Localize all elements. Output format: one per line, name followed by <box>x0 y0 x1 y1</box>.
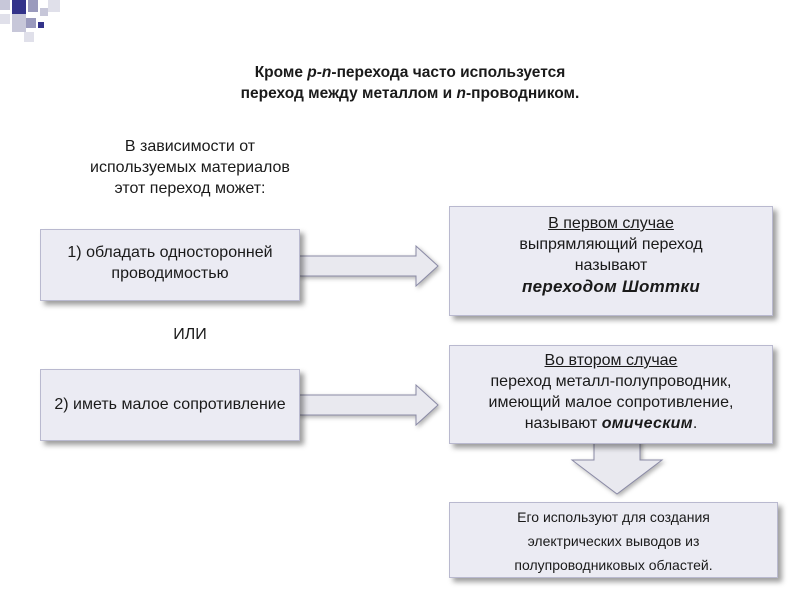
result-heading: В первом случае <box>548 215 674 232</box>
deco-square <box>0 14 10 24</box>
title-line-1: Кроме p-n-перехода часто используется <box>254 64 566 81</box>
right-arrow-1 <box>297 244 439 288</box>
usage-text: электрических выводов из <box>527 533 700 549</box>
intro-line: используемых материалов <box>90 159 290 176</box>
option-text: проводимостью <box>111 265 229 282</box>
intro-text: В зависимости от используемых материалов… <box>40 136 340 199</box>
usage-text: полупроводниковых областей. <box>514 557 713 573</box>
usage-box: Его используют для создания электрически… <box>449 502 778 578</box>
option-box-2: 2) иметь малое сопротивление <box>40 369 300 441</box>
deco-square <box>48 0 60 12</box>
deco-square <box>24 32 34 42</box>
deco-square <box>0 0 10 10</box>
result-term: омическим <box>601 415 693 432</box>
right-arrow-2 <box>297 383 439 427</box>
option-text: 2) иметь малое сопротивление <box>54 396 286 413</box>
deco-square <box>28 0 38 12</box>
result-term: переходом Шоттки <box>521 277 701 296</box>
result-box-schottky: В первом случае выпрямляющий переход наз… <box>449 206 773 316</box>
result-text: называют <box>574 257 648 274</box>
result-text: выпрямляющий переход <box>519 236 703 253</box>
option-text: 1) обладать односторонней <box>67 244 273 261</box>
result-heading: Во втором случае <box>544 352 678 369</box>
slide-title: Кроме p-n-перехода часто используется пе… <box>150 62 670 104</box>
down-arrow <box>570 439 664 495</box>
result-text: переход металл-полупроводник, <box>490 373 732 390</box>
deco-square <box>12 14 26 32</box>
deco-square <box>40 8 48 16</box>
or-separator: ИЛИ <box>173 326 207 343</box>
deco-square <box>38 22 44 28</box>
deco-square <box>12 0 26 14</box>
intro-line: В зависимости от <box>124 138 256 155</box>
title-line-2: переход между металлом и n-проводником. <box>240 85 580 102</box>
result-box-ohmic: Во втором случае переход металл-полупров… <box>449 345 773 444</box>
intro-line: этот переход может: <box>114 180 266 197</box>
usage-text: Его используют для создания <box>517 509 710 525</box>
result-text: имеющий малое сопротивление, <box>488 394 734 411</box>
result-text: называют омическим. <box>524 415 698 432</box>
deco-square <box>26 18 36 28</box>
option-box-1: 1) обладать односторонней проводимостью <box>40 229 300 301</box>
